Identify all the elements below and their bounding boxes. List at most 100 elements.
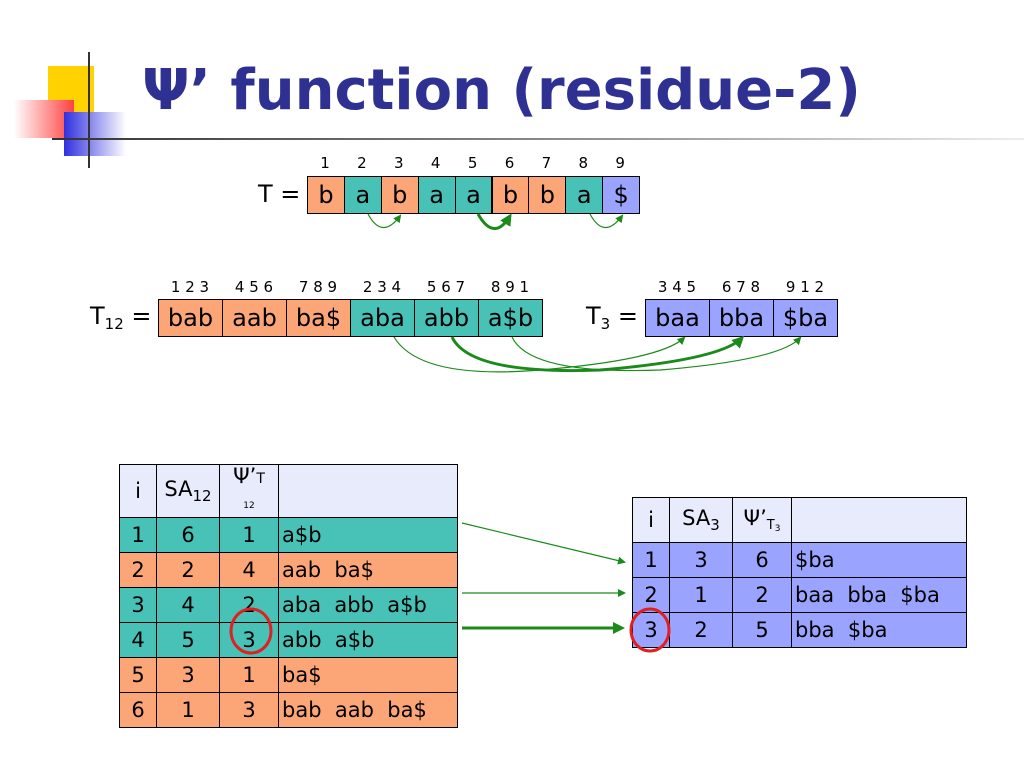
t12-index: 1 2 3 — [170, 278, 210, 296]
t3-label: T3 = — [586, 302, 638, 333]
t3-index: 6 7 8 — [721, 278, 761, 296]
t-index: 6 — [504, 154, 515, 172]
t-index: 4 — [430, 154, 441, 172]
t12-cell: aba — [350, 299, 415, 337]
cell-suffix: bab aab ba$ — [278, 692, 458, 728]
cell-suffix: bba $ba — [791, 612, 967, 648]
t12-index: 2 3 4 — [362, 278, 402, 296]
t12-cell: aab — [222, 299, 287, 337]
cell-i: 1 — [632, 542, 670, 578]
t3-cell: bba — [709, 299, 774, 337]
cell-psi: 2 — [219, 587, 279, 623]
cell-i: 2 — [119, 552, 157, 588]
sa3-header-sa-sub: 3 — [710, 516, 720, 534]
t3-index: 3 4 5 — [657, 278, 697, 296]
t-cell: a — [343, 176, 382, 214]
t-index: 1 — [320, 154, 330, 172]
t12-label-sub: 12 — [104, 315, 124, 333]
cell-sa: 4 — [156, 587, 220, 623]
t-cell: a — [417, 176, 456, 214]
sa12-header-sa-main: SA — [164, 477, 193, 501]
cell-sa: 2 — [156, 552, 220, 588]
sa3-header-psi-main: Ψ’ — [743, 506, 767, 530]
cell-sa: 6 — [156, 517, 220, 553]
cell-sa: 1 — [156, 692, 220, 728]
t-arc-3 — [589, 213, 624, 229]
t12-cell: ba$ — [286, 299, 351, 337]
t3-index: 9 1 2 — [785, 278, 825, 296]
cell-psi: 1 — [219, 657, 279, 693]
t-cell: a — [454, 176, 493, 214]
t12-index: 5 6 7 — [426, 278, 466, 296]
t3-label-eq: = — [610, 302, 638, 330]
cell-suffix: baa bba $ba — [791, 577, 967, 613]
sa12-header-psi: Ψ’T 12 — [219, 464, 279, 518]
cell-i: 1 — [119, 517, 157, 553]
cell-sa: 3 — [669, 542, 733, 578]
cell-suffix: $ba — [791, 542, 967, 578]
cell-sa: 1 — [669, 577, 733, 613]
sa3-header-psi-sub: T — [766, 518, 775, 533]
cell-sa: 2 — [669, 612, 733, 648]
sa3-header-row: i SA3 Ψ’T3 — [632, 497, 967, 543]
sa3-header-i: i — [632, 497, 670, 543]
t12-arc-3 — [511, 336, 802, 372]
cell-psi: 3 — [219, 622, 279, 658]
cell-suffix: aba abb a$b — [278, 587, 458, 623]
cell-psi: 5 — [732, 612, 792, 648]
page-title: Ψ’ function (residue-2) — [142, 58, 861, 123]
sa12-header-sa: SA12 — [156, 464, 220, 518]
t12-label-eq: = — [123, 302, 152, 330]
decor-blue-square — [64, 112, 126, 156]
t-index: 3 — [394, 154, 404, 172]
cell-psi: 1 — [219, 517, 279, 553]
t12-index: 7 8 9 — [298, 278, 338, 296]
t-label: T = — [258, 180, 301, 208]
t-arc-2 — [476, 213, 512, 230]
sa3-header-suffix — [791, 497, 967, 543]
decor-horizontal-line — [52, 138, 1024, 140]
t-cell: b — [307, 176, 345, 214]
sa12-header-psi-sub: T — [256, 471, 265, 487]
decor-vertical-line — [88, 52, 90, 168]
t12-arc-2 — [450, 335, 745, 373]
sa12-header-row: i SA12 Ψ’T 12 — [119, 464, 458, 518]
t-index: 2 — [357, 154, 367, 172]
t3-label-sub: 3 — [600, 315, 611, 333]
t12-index: 8 9 1 — [490, 278, 530, 296]
sa12-header-psi-subsub: 12 — [243, 501, 255, 511]
sa12-header-i: i — [119, 464, 157, 518]
sa3-header-psi-subsub: 3 — [774, 524, 781, 534]
cell-i: 3 — [119, 587, 157, 623]
cell-i: 3 — [632, 612, 670, 648]
cell-suffix: a$b — [278, 517, 458, 553]
sa12-header-suffix — [278, 464, 458, 518]
cell-i: 6 — [119, 692, 157, 728]
t3-cell: baa — [645, 299, 710, 337]
row-arrow-1 — [461, 522, 626, 565]
t3-cell: $ba — [773, 299, 838, 337]
cell-psi: 6 — [732, 542, 792, 578]
t-cell: a — [565, 176, 604, 214]
cell-suffix: aab ba$ — [278, 552, 458, 588]
t12-arc-1 — [393, 336, 686, 373]
sa12-header-psi-main: Ψ’ — [233, 464, 257, 488]
cell-psi: 2 — [732, 577, 792, 613]
cell-psi: 4 — [219, 552, 279, 588]
t12-label: T12 = — [90, 302, 152, 333]
t12-cell: abb — [414, 299, 479, 337]
t12-label-main: T — [90, 302, 105, 330]
t12-cell: a$b — [478, 299, 543, 337]
cell-suffix: abb a$b — [278, 622, 458, 658]
cell-sa: 5 — [156, 622, 220, 658]
sa3-header-psi: Ψ’T3 — [732, 497, 792, 543]
cell-suffix: ba$ — [278, 657, 458, 693]
